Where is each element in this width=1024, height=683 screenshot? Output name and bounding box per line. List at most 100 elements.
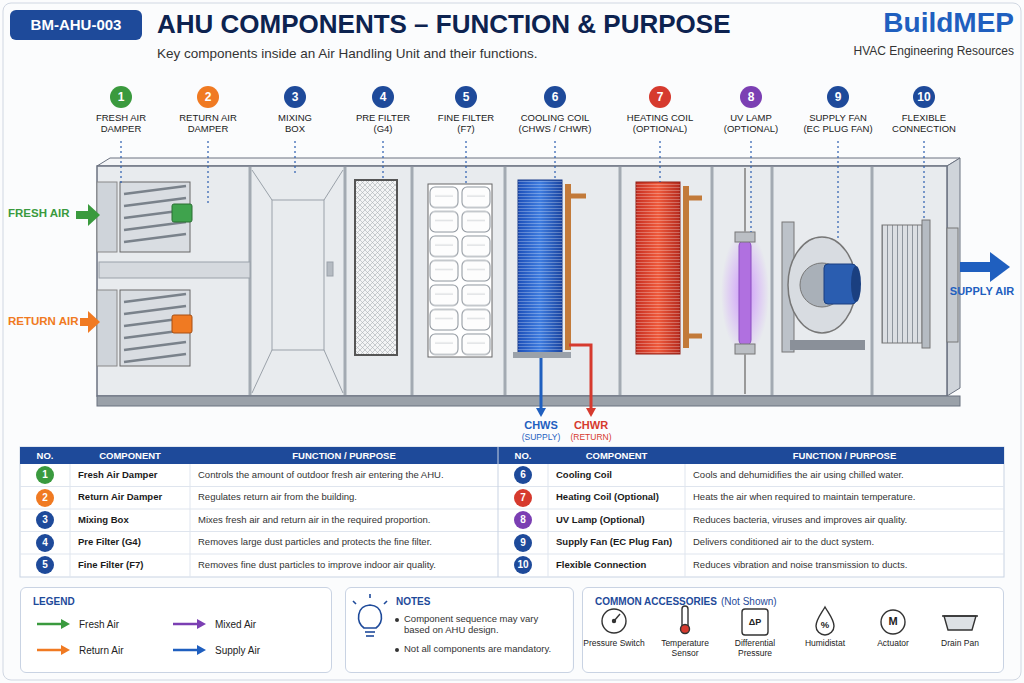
callout-label: MIXING BOX bbox=[270, 112, 320, 135]
callout-number: 4 bbox=[372, 86, 394, 108]
mixing-box bbox=[252, 170, 343, 393]
ahu-housing bbox=[97, 158, 960, 406]
row-number: 4 bbox=[36, 534, 54, 552]
component-name: Fine Filter (F7) bbox=[78, 554, 188, 577]
component-name: Cooling Coil bbox=[556, 464, 684, 487]
callout-label: PRE FILTER (G4) bbox=[350, 112, 416, 135]
legend-label: Mixed Air bbox=[215, 619, 256, 630]
table-header: FUNCTION / PURPOSE bbox=[190, 447, 498, 464]
component-name: Pre Filter (G4) bbox=[78, 532, 188, 555]
accessory-icons bbox=[602, 606, 978, 635]
legend-arrow bbox=[35, 644, 71, 656]
component-name: Supply Fan (EC Plug Fan) bbox=[556, 532, 684, 555]
row-number: 2 bbox=[36, 489, 54, 507]
legend-arrow bbox=[35, 618, 71, 630]
function-text: Controls the amount of outdoor fresh air… bbox=[198, 464, 494, 487]
callout-number: 9 bbox=[827, 86, 849, 108]
callout-number: 7 bbox=[649, 86, 671, 108]
page-border bbox=[3, 3, 1021, 680]
callout-number: 8 bbox=[740, 86, 762, 108]
panel-note: (Not Shown) bbox=[721, 596, 777, 608]
page-subtitle: Key components inside an Air Handling Un… bbox=[157, 46, 537, 62]
component-name: Heating Coil (Optional) bbox=[556, 487, 684, 510]
table-header: NO. bbox=[20, 447, 70, 464]
flow-label: RETURN AIR bbox=[8, 315, 79, 329]
heating-coil bbox=[636, 182, 702, 354]
doc-id-badge: BM-AHU-003 bbox=[10, 10, 142, 40]
pipe-label: CHWS bbox=[516, 419, 566, 432]
pre-filter bbox=[355, 180, 397, 355]
accessory-label: Humidistat bbox=[791, 639, 859, 649]
bulb-icon bbox=[353, 594, 387, 636]
notes-panel: NOTES Component sequence may vary based o… bbox=[345, 587, 574, 673]
function-text: Regulates return air from the building. bbox=[198, 487, 494, 510]
uv-lamp bbox=[721, 168, 769, 394]
row-number: 10 bbox=[514, 556, 532, 574]
legend-arrow bbox=[171, 644, 207, 656]
legend-arrow bbox=[171, 618, 207, 630]
component-name: Return Air Damper bbox=[78, 487, 188, 510]
accessory-label: Pressure Switch bbox=[580, 639, 648, 649]
bullet-dot bbox=[395, 648, 399, 652]
bullet-dot bbox=[395, 618, 399, 622]
damper-section bbox=[97, 182, 250, 366]
function-text: Removes large dust particles and protect… bbox=[198, 532, 494, 555]
callout-label: RETURN AIR DAMPER bbox=[168, 112, 248, 135]
airflow-arrows bbox=[76, 204, 1010, 333]
brand-name: BuildMEP bbox=[858, 6, 1014, 40]
icon-text: ΔP bbox=[742, 609, 768, 635]
pipe-note: (SUPPLY) bbox=[511, 432, 571, 442]
row-number: 8 bbox=[514, 511, 532, 529]
supply-fan bbox=[782, 222, 865, 352]
callout-label: FLEXIBLE CONNECTION bbox=[884, 112, 964, 135]
legend-entry: Fresh Air bbox=[35, 618, 119, 630]
leader-lines bbox=[121, 141, 924, 238]
component-name: Mixing Box bbox=[78, 509, 188, 532]
bottom-panels bbox=[20, 587, 1004, 673]
function-text: Removes fine dust particles to improve i… bbox=[198, 554, 494, 577]
function-text: Mixes fresh air and return air in the re… bbox=[198, 509, 494, 532]
flow-label: FRESH AIR bbox=[8, 207, 70, 221]
note-text: Component sequence may vary based on AHU… bbox=[404, 613, 566, 636]
accessory-label: Drain Pan bbox=[926, 639, 994, 649]
icon-text: % bbox=[815, 617, 835, 632]
table-header: NO. bbox=[498, 447, 548, 464]
panel-heading: NOTES bbox=[396, 596, 430, 608]
callout-label: FRESH AIR DAMPER bbox=[81, 112, 161, 135]
panel-heading: LEGEND bbox=[33, 596, 75, 608]
row-number: 1 bbox=[36, 466, 54, 484]
accessory-label: Actuator bbox=[859, 639, 927, 649]
icon-text: M bbox=[881, 610, 905, 634]
table-header: FUNCTION / PURPOSE bbox=[685, 447, 1004, 464]
function-text: Delivers conditioned air to the duct sys… bbox=[693, 532, 999, 555]
accessory-label: Differential Pressure bbox=[721, 639, 789, 659]
accessory-label: Temperature Sensor bbox=[651, 639, 719, 659]
callout-number: 3 bbox=[284, 86, 306, 108]
component-table bbox=[20, 447, 1004, 577]
legend-label: Supply Air bbox=[215, 645, 260, 656]
pipe-note: (RETURN) bbox=[561, 432, 621, 442]
note-text: Not all components are mandatory. bbox=[404, 643, 566, 654]
legend-panel: LEGEND Fresh Air Mixed AirReturn Air Supply… bbox=[20, 587, 332, 673]
row-number: 9 bbox=[514, 534, 532, 552]
panel-heading: COMMON ACCESSORIES bbox=[595, 596, 717, 608]
page-title: AHU COMPONENTS – FUNCTION & PURPOSE bbox=[157, 9, 731, 40]
flexible-connection bbox=[882, 220, 958, 348]
row-number: 3 bbox=[36, 511, 54, 529]
table-header: COMPONENT bbox=[548, 447, 685, 464]
component-name: Flexible Connection bbox=[556, 554, 684, 577]
cooling-coil bbox=[513, 180, 596, 417]
row-number: 7 bbox=[514, 489, 532, 507]
callout-number: 6 bbox=[544, 86, 566, 108]
function-text: Cools and dehumidifies the air using chi… bbox=[693, 464, 999, 487]
table-header: COMPONENT bbox=[70, 447, 190, 464]
brand-tagline: HVAC Engineering Resources bbox=[838, 44, 1014, 58]
legend-label: Return Air bbox=[79, 645, 123, 656]
function-text: Reduces vibration and noise transmission… bbox=[693, 554, 999, 577]
pipe-label: CHWR bbox=[566, 419, 616, 432]
legend-entry: Return Air bbox=[35, 644, 123, 656]
legend-entry: Supply Air bbox=[171, 644, 260, 656]
legend-entry: Mixed Air bbox=[171, 618, 256, 630]
